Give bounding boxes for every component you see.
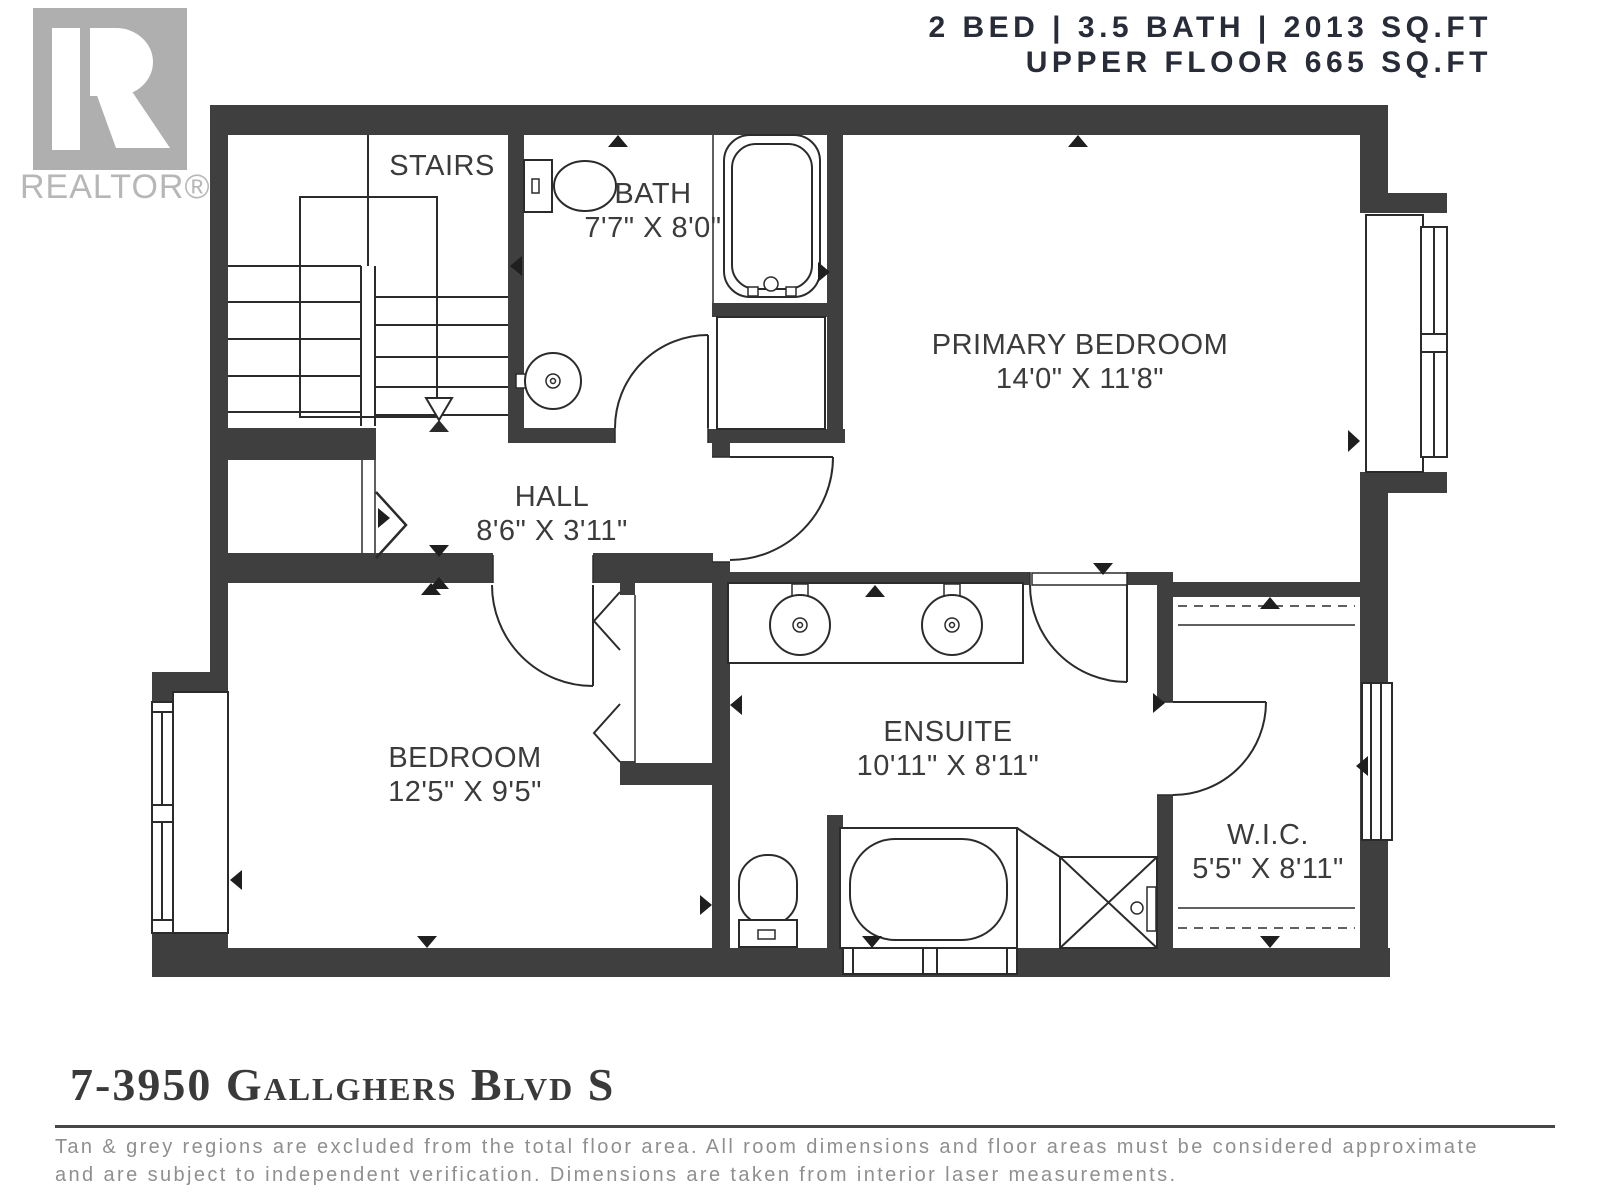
stairs-symbol	[228, 135, 508, 432]
room-dims: 12'5" X 9'5"	[388, 776, 542, 808]
room-name: ENSUITE	[883, 716, 1013, 748]
disclaimer-line-1: Tan & grey regions are excluded from the…	[55, 1136, 1479, 1158]
room-dims: 7'7" X 8'0"	[584, 212, 722, 244]
realtor-r-icon	[52, 28, 170, 150]
stair-nook-opening-icon	[375, 491, 408, 559]
room-name: HALL	[514, 481, 590, 513]
listing-stats: 2 BED | 3.5 BATH | 2013 SQ.FT UPPER FLOO…	[928, 10, 1492, 80]
stats-line-1: 2 BED | 3.5 BATH | 2013 SQ.FT	[928, 11, 1492, 44]
room-name: PRIMARY BEDROOM	[931, 329, 1229, 361]
bedroom-window-icon	[151, 691, 229, 934]
room-label-wic: W.I.C. 5'5" X 8'11"	[1192, 818, 1344, 886]
room-label-bath: BATH 7'7" X 8'0"	[584, 177, 721, 245]
ensuite-window-icon	[842, 947, 1018, 975]
room-label-bedroom: BEDROOM 12'5" X 9'5"	[388, 741, 542, 809]
room-name: STAIRS	[389, 150, 495, 182]
linen-closet	[716, 316, 826, 430]
primary-bedroom-door-icon	[729, 456, 834, 561]
realtor-logo	[33, 8, 187, 170]
ensuite-tub-icon	[839, 827, 1018, 949]
room-label-ensuite: ENSUITE 10'11" X 8'11"	[857, 715, 1040, 783]
room-label-primary-bedroom: PRIMARY BEDROOM 14'0" X 11'8"	[932, 328, 1228, 396]
wic-window-icon	[1361, 682, 1393, 841]
bedroom-door-icon	[491, 584, 594, 687]
fixtures	[515, 134, 1355, 949]
disclaimer-line-2: and are subject to independent verificat…	[55, 1164, 1178, 1186]
ensuite-toilet-icon	[738, 854, 798, 948]
closet-bifold-icon	[592, 591, 636, 763]
footer-divider	[55, 1125, 1555, 1128]
room-label-hall: HALL 8'6" X 3'11"	[476, 480, 628, 548]
bath-tub-icon	[723, 134, 821, 298]
stats-line-2: UPPER FLOOR 665 SQ.FT	[1025, 46, 1492, 79]
room-dims: 5'5" X 8'11"	[1192, 853, 1344, 885]
room-label-stairs: STAIRS	[389, 149, 495, 183]
room-name: BEDROOM	[388, 742, 542, 774]
ensuite-vanity-icon	[727, 582, 1024, 664]
ensuite-door-icon	[1029, 572, 1128, 683]
room-name: BATH	[614, 178, 692, 210]
realtor-wordmark: REALTOR®	[20, 168, 211, 206]
bath-sink-icon	[515, 352, 582, 410]
room-dims: 8'6" X 3'11"	[476, 515, 628, 547]
room-dims: 10'11" X 8'11"	[856, 750, 1040, 782]
wic-door-icon	[1172, 701, 1267, 796]
property-address: 7-3950 Gallghers Blvd S	[70, 1059, 616, 1110]
bath-door-icon	[614, 334, 709, 429]
shower-icon	[1016, 827, 1158, 949]
room-dims: 14'0" X 11'8"	[995, 363, 1165, 395]
measurement-arrows	[230, 135, 1368, 948]
doors	[361, 334, 1267, 796]
stairs-down-arrow-icon	[424, 397, 454, 422]
bath-toilet-icon	[523, 159, 617, 213]
windows	[151, 214, 1448, 975]
room-name: W.I.C.	[1227, 819, 1309, 851]
primary-bay-window-icon	[1365, 214, 1448, 473]
